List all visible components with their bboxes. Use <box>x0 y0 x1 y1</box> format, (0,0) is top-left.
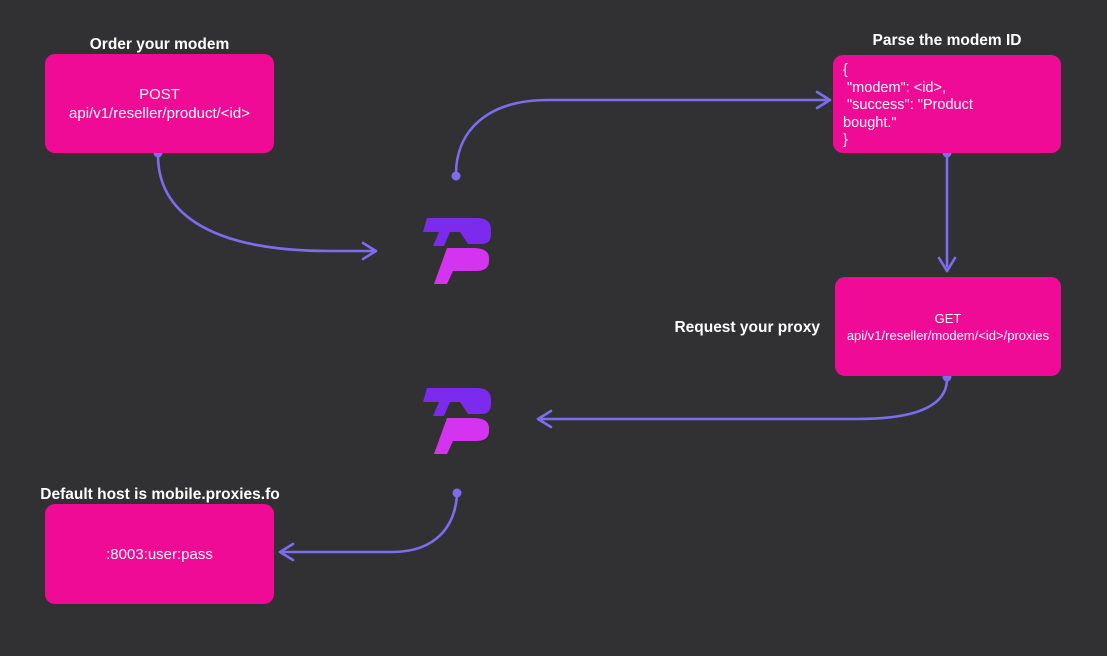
json-line: "success": "Product <box>843 97 973 113</box>
arrow-order-to-logo <box>153 148 378 261</box>
request-method: GET <box>934 310 962 326</box>
order-modem-box: POST api/v1/reseller/product/<id> <box>45 54 274 153</box>
arrow-logo-to-parse <box>451 90 832 181</box>
order-endpoint: api/v1/reseller/product/<id> <box>69 104 250 122</box>
arrow-parse-to-request <box>937 148 957 273</box>
arrow-request-to-logo <box>536 372 952 429</box>
proxies-fo-logo-icon <box>423 218 491 284</box>
json-line: { <box>843 62 848 78</box>
parse-response-box: { "modem": <id>, "success": "Product bou… <box>833 55 1061 153</box>
host-credentials-box: :8003:user:pass <box>45 504 274 604</box>
step-label-request: Request your proxy <box>674 319 820 336</box>
proxies-fo-logo-icon <box>423 388 491 454</box>
step-label-order: Order your modem <box>89 36 230 53</box>
request-endpoint: api/v1/reseller/modem/<id>/proxies <box>846 327 1050 343</box>
order-method: POST <box>139 85 180 103</box>
request-proxy-box: GET api/v1/reseller/modem/<id>/proxies <box>835 277 1061 376</box>
json-line: "modem": <id>, <box>843 79 946 96</box>
json-line: bought." <box>843 114 897 131</box>
json-line: } <box>843 132 848 148</box>
step-label-parse: Parse the modem ID <box>872 32 1022 49</box>
step-label-host: Default host is mobile.proxies.fo <box>40 486 280 503</box>
arrow-logo-to-host <box>278 488 462 562</box>
host-credentials: :8003:user:pass <box>106 545 213 563</box>
